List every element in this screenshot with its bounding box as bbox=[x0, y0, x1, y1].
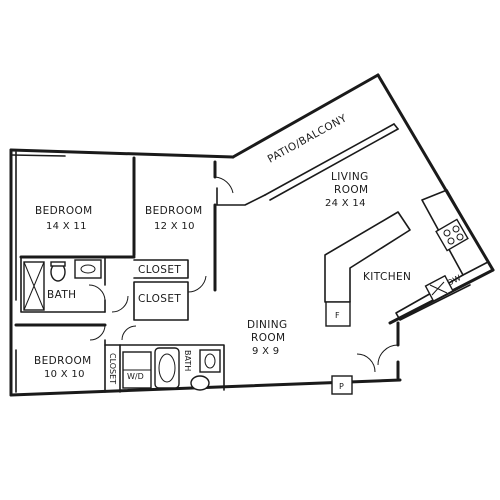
living-name-2: ROOM bbox=[334, 184, 368, 196]
sink-lower bbox=[199, 349, 221, 373]
closet-mid-name: CLOSET bbox=[138, 293, 181, 305]
bath-left-name: BATH bbox=[47, 289, 76, 301]
pantry-label: P bbox=[339, 382, 344, 391]
dining-name-1: DINING bbox=[247, 319, 288, 331]
bedroom-mid-name: BEDROOM bbox=[145, 205, 203, 217]
bedroom-mid-size: 12 X 10 bbox=[154, 221, 195, 232]
dining-name-2: ROOM bbox=[251, 332, 285, 344]
kitchen-counters bbox=[324, 189, 489, 321]
bedroom-left-size: 14 X 11 bbox=[46, 221, 87, 232]
toilet-lower bbox=[190, 375, 210, 391]
bath-low-name: BATH bbox=[183, 350, 192, 371]
patio-rail bbox=[216, 123, 399, 206]
pantry bbox=[331, 375, 353, 395]
washer-dryer-label: W/D bbox=[127, 372, 144, 381]
bedroom-left-name: BEDROOM bbox=[35, 205, 93, 217]
fixtures bbox=[23, 218, 469, 395]
kitchen-name: KITCHEN bbox=[363, 271, 411, 283]
sink bbox=[74, 259, 102, 279]
dining-size: 9 X 9 bbox=[252, 346, 279, 357]
stove bbox=[435, 218, 469, 252]
living-size: 24 X 14 bbox=[325, 198, 366, 209]
closet-low-name: CLOSET bbox=[108, 353, 117, 384]
fridge bbox=[325, 301, 351, 327]
patio-name: PATIO/BALCONY bbox=[266, 112, 350, 166]
interior-walls bbox=[14, 156, 225, 393]
fridge-label: F bbox=[335, 311, 340, 320]
living-name-1: LIVING bbox=[331, 171, 369, 183]
doors bbox=[88, 176, 399, 373]
closet-upper-name: CLOSET bbox=[138, 264, 181, 276]
bedroom-low-name: BEDROOM bbox=[34, 355, 92, 367]
bedroom-low-size: 10 X 10 bbox=[44, 369, 85, 380]
